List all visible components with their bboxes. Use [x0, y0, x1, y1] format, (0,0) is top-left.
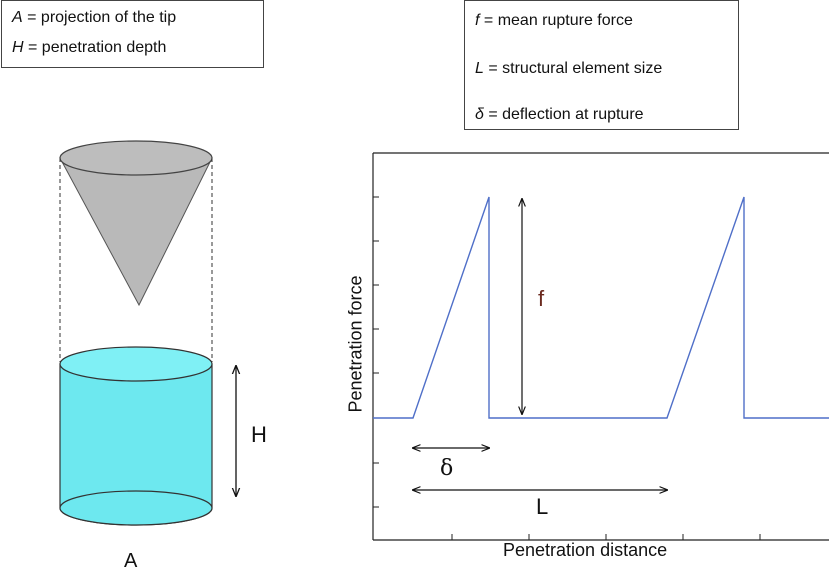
legend-text-h: = penetration depth	[28, 39, 167, 56]
legend-symbol-h: H	[12, 39, 24, 56]
cone-shape	[59, 140, 213, 307]
base-area-label: A	[124, 550, 138, 572]
legend-symbol-delta: δ	[475, 106, 484, 123]
height-label: H	[251, 422, 267, 447]
cone-body	[59, 157, 213, 307]
legend-text-f: = mean rupture force	[483, 12, 633, 29]
legend-symbol-f: f	[475, 12, 480, 29]
legend-text-a: = projection of the tip	[27, 9, 177, 26]
cylinder-top-ellipse	[59, 346, 213, 382]
legend-row-h: H = penetration depth	[12, 38, 166, 58]
legend-row-delta: δ = deflection at rupture	[475, 105, 644, 125]
legend-row-f: f = mean rupture force	[475, 11, 633, 31]
legend-symbol-a: A	[12, 9, 23, 26]
cylinder-bottom-ellipse	[59, 490, 213, 526]
x-ticks	[451, 534, 761, 540]
plot-frame	[372, 152, 829, 541]
legend-text-delta: = deflection at rupture	[488, 106, 644, 123]
right-legend-box: f = mean rupture force L = structural el…	[464, 0, 739, 130]
legend-symbol-l: L	[475, 60, 484, 77]
force-label: f	[538, 286, 545, 311]
left-legend-box: A = projection of the tip H = penetratio…	[1, 0, 264, 68]
legend-row-l: L = structural element size	[475, 59, 662, 79]
y-axis-label: Penetration force	[345, 275, 366, 413]
legend-row-a: A = projection of the tip	[12, 8, 176, 28]
size-label: L	[536, 494, 549, 519]
deflection-label: δ	[440, 456, 454, 481]
cylinder-shape	[59, 346, 213, 526]
y-ticks	[373, 196, 379, 508]
cone-top-ellipse	[59, 140, 213, 176]
x-axis-label: Penetration distance	[503, 540, 668, 560]
legend-text-l: = structural element size	[488, 60, 663, 77]
force-curve	[373, 196, 829, 419]
